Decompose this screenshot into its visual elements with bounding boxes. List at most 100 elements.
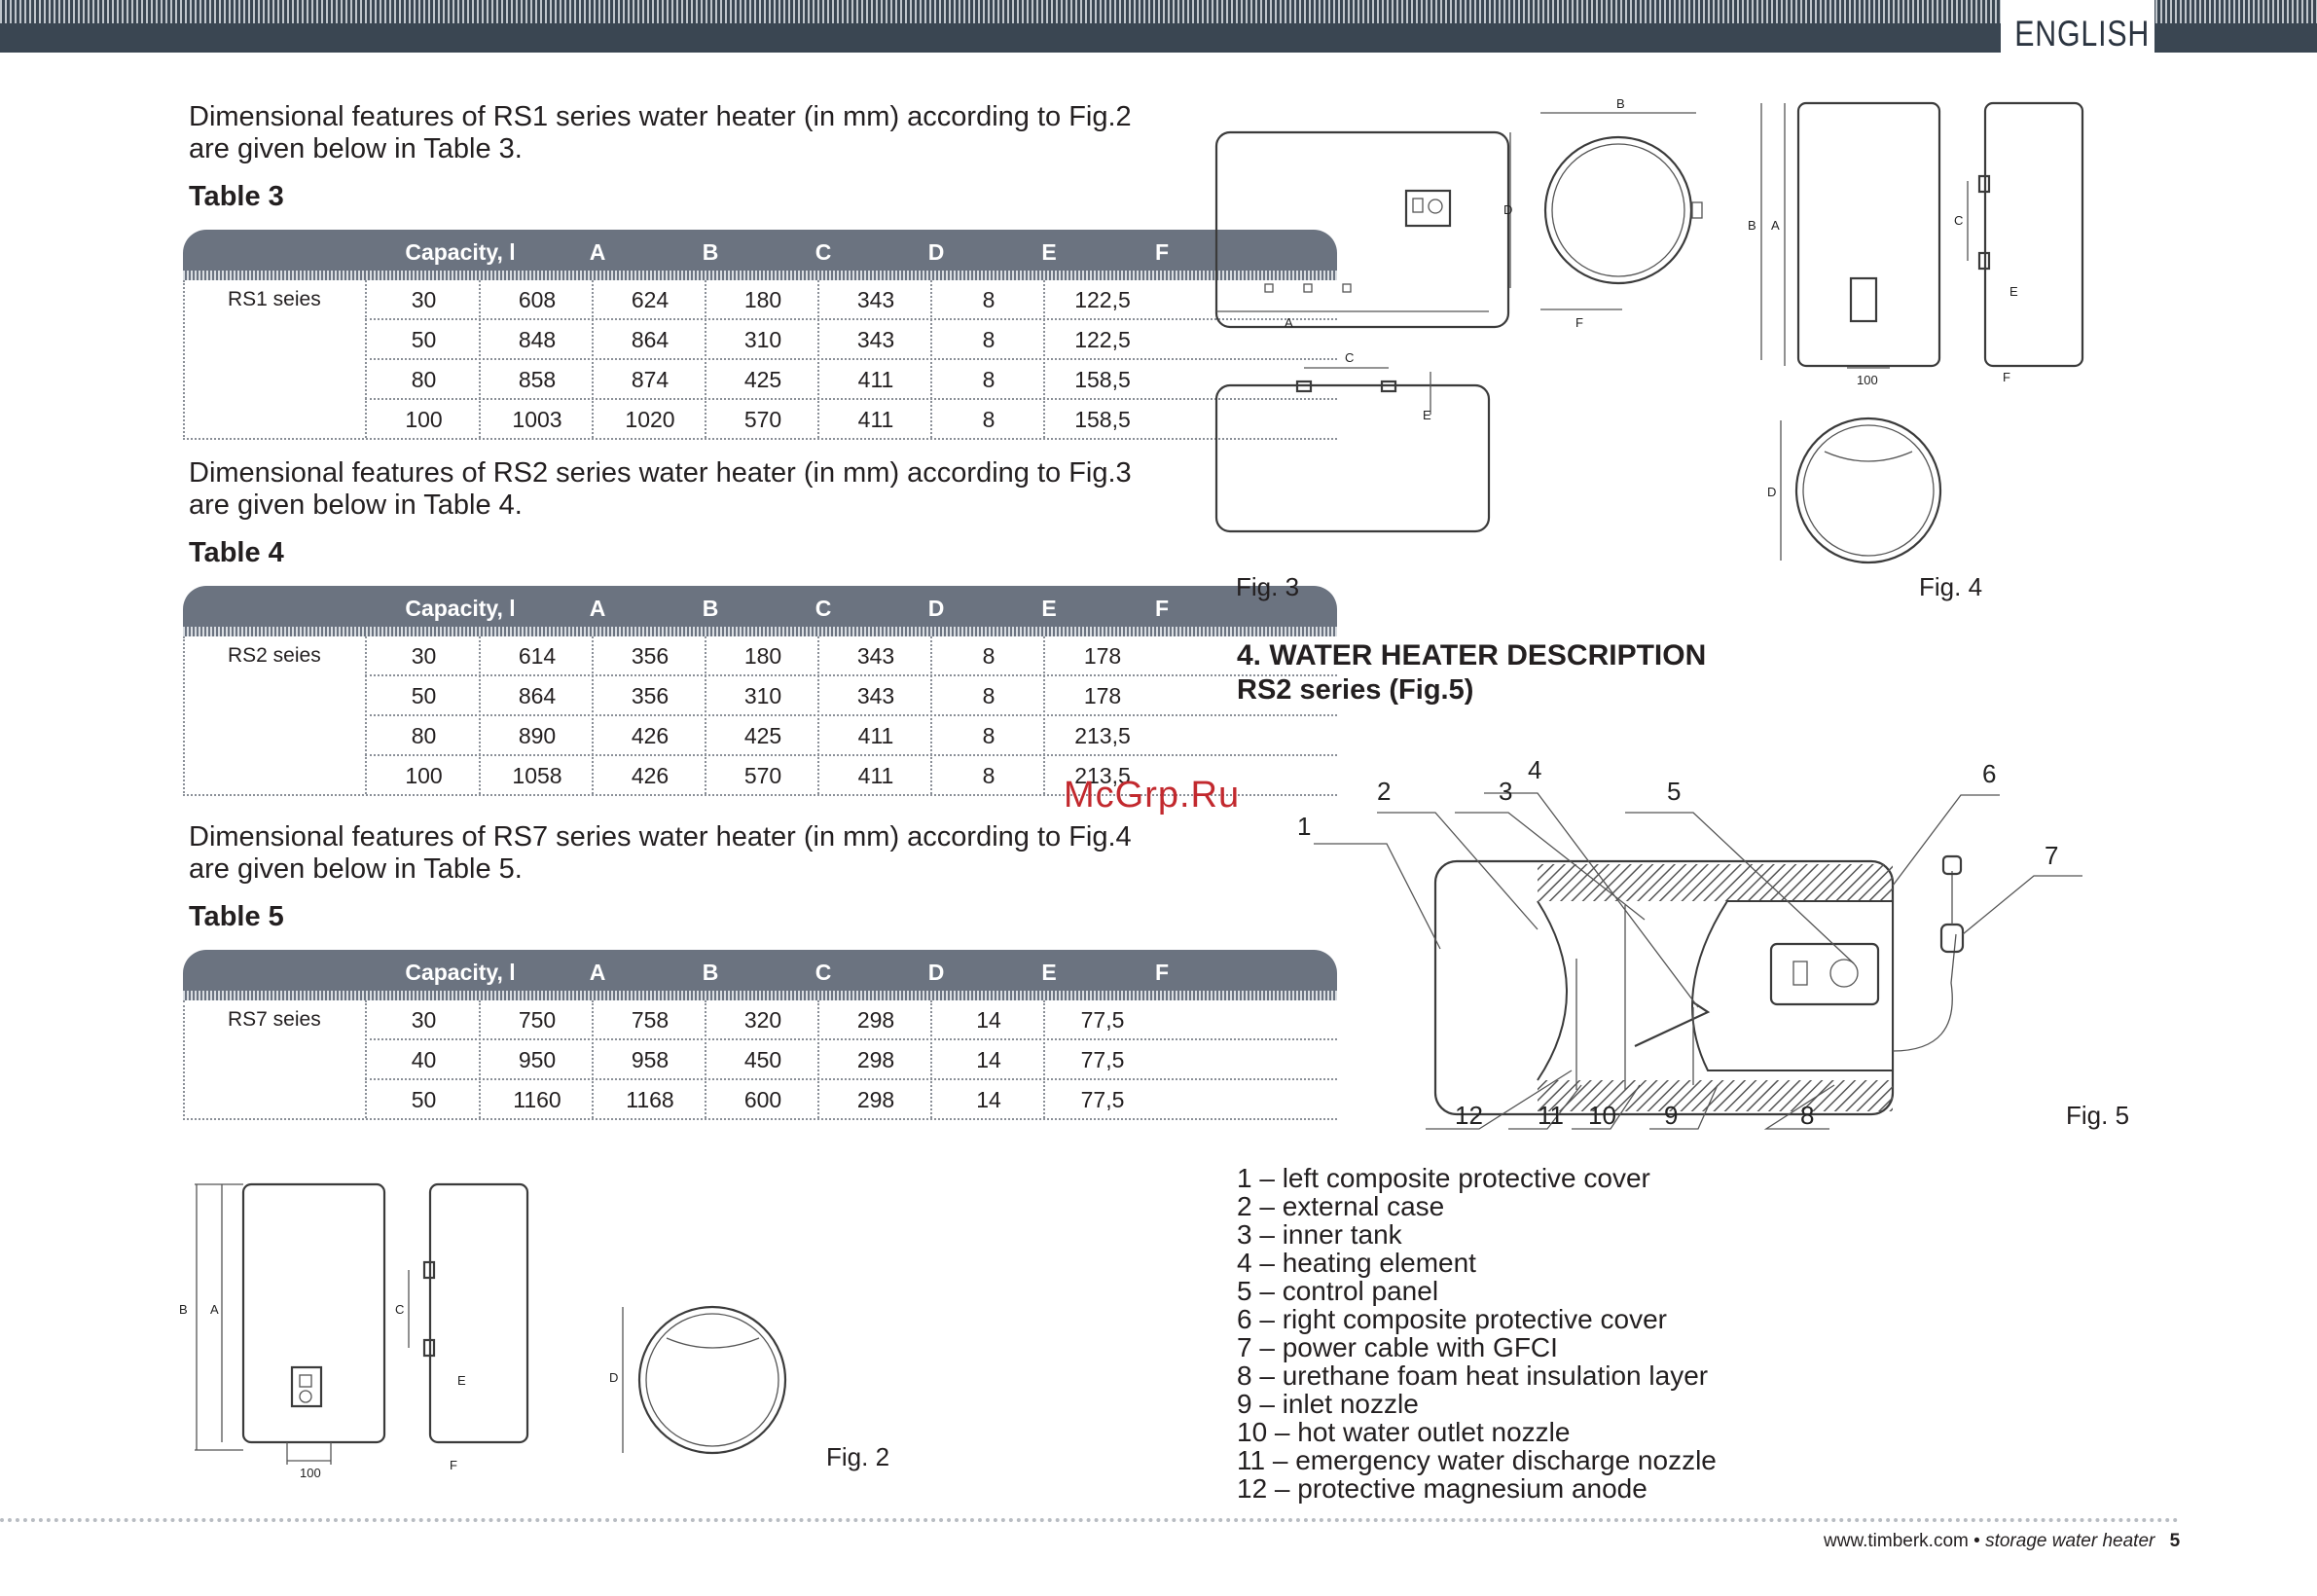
column-divider [365, 1000, 367, 1118]
legend-item: 8 – urethane foam heat insulation layer [1237, 1360, 1709, 1391]
table-cell: 624 [631, 287, 670, 312]
table-cell: 570 [743, 763, 782, 788]
fig3-tank-front [1214, 130, 1510, 329]
table-cell: 80 [411, 723, 437, 748]
fig3-side-drawing: B F [1540, 96, 1703, 330]
table-cell: 50 [411, 327, 437, 352]
fig4-dim-c: C [1954, 213, 1963, 228]
legend-item: 10 – hot water outlet nozzle [1237, 1417, 1571, 1447]
legend-item: 2 – external case [1237, 1191, 1445, 1221]
fig5-callout-4: 4 [1528, 755, 1541, 784]
table-cell: 213,5 [1074, 723, 1131, 748]
table5-intro: Dimensional features of RS7 series water… [189, 821, 1132, 885]
section-title: 4. WATER HEATER DESCRIPTION [1237, 639, 1707, 671]
language-label: ENGLISH [2014, 14, 2151, 54]
column-header: D [927, 596, 945, 621]
table-cell: 50 [411, 683, 437, 708]
fig5-callout-6: 6 [1982, 759, 1996, 788]
fig3-dim-d: D [1503, 202, 1512, 217]
table-cell: 750 [518, 1007, 557, 1033]
table-cell: 570 [743, 407, 782, 432]
table-cell: 158,5 [1074, 367, 1131, 392]
fig4-dim-100: 100 [1857, 373, 1878, 387]
table-cell: 100 [405, 407, 443, 432]
table-cell: 8 [982, 327, 996, 352]
series-name: RS1 seies [228, 288, 321, 310]
fig2-dim-c: C [395, 1302, 404, 1317]
table-cell: 8 [982, 407, 996, 432]
legend-item: 9 – inlet nozzle [1237, 1389, 1419, 1419]
table-cell: 874 [631, 367, 670, 392]
series-name: RS7 seies [228, 1008, 321, 1031]
column-header: C [815, 239, 832, 265]
column-header: A [589, 239, 606, 265]
table-cell: 343 [856, 327, 895, 352]
table-cell: 8 [982, 723, 996, 748]
table-cell: 600 [743, 1087, 782, 1112]
fig5-gfci-plug [1939, 923, 1965, 954]
table-cell: 411 [857, 367, 894, 392]
footer-separator: • [1968, 1531, 1986, 1551]
fig5-callout-1: 1 [1297, 812, 1311, 841]
table-cell: 343 [856, 683, 895, 708]
section-subtitle: RS2 series (Fig.5) [1237, 674, 1474, 706]
table-cell: 426 [631, 723, 670, 748]
fig3-dim-c: C [1345, 350, 1354, 365]
table-cell: 50 [411, 1087, 437, 1112]
column-divider [1043, 1000, 1045, 1118]
column-header: F [1154, 596, 1170, 621]
legend-item: 4 – heating element [1237, 1248, 1476, 1278]
column-header: E [1041, 239, 1057, 265]
fig5-callout-11: 11 [1538, 1101, 1564, 1130]
fig5-callout-10: 10 [1588, 1101, 1616, 1130]
fig2-tank-side [428, 1182, 529, 1444]
fig4-tank-front [1796, 101, 1941, 368]
table-cell: 213,5 [1074, 763, 1131, 788]
fig2-drawing: B A 100 C E F D [179, 1182, 787, 1480]
fig4-dim-f: F [2003, 370, 2010, 384]
fig5-callout-5: 5 [1667, 777, 1681, 806]
column-header: D [927, 960, 945, 985]
fig5-insulation-top [1538, 864, 1893, 901]
table-cell: 1003 [512, 407, 562, 432]
column-divider [592, 1000, 594, 1118]
table-cell: 122,5 [1074, 287, 1131, 312]
column-divider [479, 1000, 481, 1118]
fig3-dim-a: A [1285, 315, 1293, 330]
table-cell: 343 [856, 287, 895, 312]
table-cell: 848 [518, 327, 557, 352]
table-cell: 958 [631, 1047, 670, 1072]
column-header: B [702, 596, 719, 621]
table-cell: 320 [743, 1007, 782, 1033]
fig2-tank-top [637, 1305, 787, 1455]
table-cell: 178 [1083, 683, 1122, 708]
table-cell: 77,5 [1080, 1007, 1125, 1033]
table-cell: 100 [405, 763, 443, 788]
series-name: RS2 seies [228, 644, 321, 667]
table-cell: 343 [856, 643, 895, 669]
column-header: F [1154, 960, 1170, 985]
fig2-dim-a: A [210, 1302, 219, 1317]
fig4-dim-d: D [1767, 485, 1776, 499]
column-header: C [815, 960, 832, 985]
table-cell: 8 [982, 643, 996, 669]
column-header: E [1041, 596, 1057, 621]
column-header: A [589, 960, 606, 985]
column-header: C [815, 596, 832, 621]
table-cell: 180 [743, 287, 782, 312]
fig5-callout-2: 2 [1377, 777, 1391, 806]
fig2-dim-d: D [609, 1370, 618, 1385]
watermark: McGrp.Ru [1064, 775, 1241, 816]
